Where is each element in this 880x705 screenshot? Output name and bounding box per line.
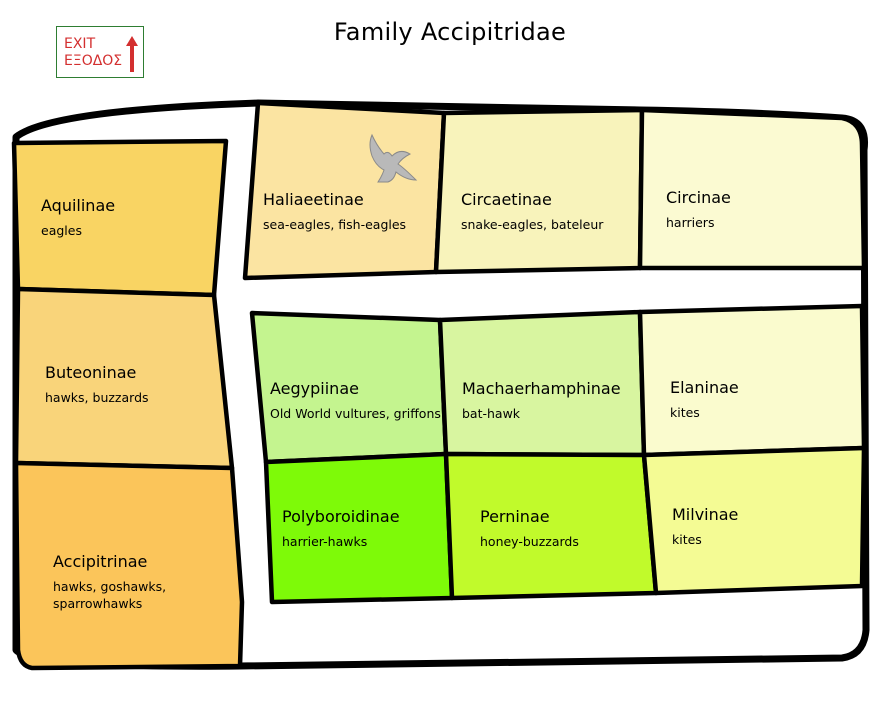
room-desc: hawks, goshawks, sparrowhawks — [53, 579, 167, 611]
room-label-aquilinae: Aquilinae eagles — [41, 196, 115, 239]
room-desc: kites — [672, 532, 702, 547]
room-name: Circaetinae — [461, 190, 552, 209]
room-name: Aquilinae — [41, 196, 116, 215]
room-label-accipitrinae: Accipitrinae hawks, goshawks, sparrowhaw… — [53, 552, 213, 612]
exit-sign[interactable]: EXIT ΕΞΟΔΟΣ — [56, 26, 144, 78]
room-label-haliaeetinae: Haliaeetinae sea-eagles, fish-eagles — [263, 190, 406, 233]
room-name: Circinae — [666, 188, 731, 207]
exit-label-greek: ΕΞΟΔΟΣ — [64, 53, 123, 69]
room-label-circinae: Circinae harriers — [666, 188, 731, 231]
room-desc: eagles — [41, 223, 82, 238]
room-name: Milvinae — [672, 505, 739, 524]
room-desc: hawks, buzzards — [45, 390, 149, 405]
room-label-polyboroidinae: Polyboroidinae harrier-hawks — [282, 507, 400, 550]
room-name: Polyboroidinae — [282, 507, 400, 526]
up-arrow-icon — [126, 36, 138, 72]
room-circinae[interactable] — [637, 107, 867, 271]
room-name: Accipitrinae — [53, 552, 148, 571]
room-label-machaerhamphinae: Machaerhamphinae bat-hawk — [462, 379, 621, 422]
room-name: Elaninae — [670, 378, 739, 397]
room-label-circaetinae: Circaetinae snake-eagles, bateleur — [461, 190, 603, 233]
exit-label: EXIT — [64, 36, 96, 52]
eagle-icon — [369, 133, 418, 183]
room-name: Perninae — [480, 507, 550, 526]
room-label-aegypiinae: Aegypiinae Old World vultures, griffons — [270, 379, 441, 422]
room-name: Buteoninae — [45, 363, 137, 382]
room-desc: Old World vultures, griffons — [270, 406, 441, 421]
room-desc: honey-buzzards — [480, 534, 579, 549]
room-desc: snake-eagles, bateleur — [461, 217, 604, 232]
room-accipitrinae[interactable] — [13, 460, 245, 671]
room-desc: kites — [670, 405, 700, 420]
room-desc: harriers — [666, 215, 715, 230]
room-label-elaninae: Elaninae kites — [670, 378, 739, 421]
room-name: Aegypiinae — [270, 379, 359, 398]
room-milvinae[interactable] — [641, 445, 867, 596]
room-desc: harrier-hawks — [282, 534, 368, 549]
room-label-milvinae: Milvinae kites — [672, 505, 738, 548]
room-label-buteoninae: Buteoninae hawks, buzzards — [45, 363, 149, 406]
page-title: Family Accipitridae — [333, 18, 567, 46]
room-desc: sea-eagles, fish-eagles — [263, 217, 407, 232]
room-desc: bat-hawk — [462, 406, 521, 421]
room-name: Machaerhamphinae — [462, 379, 621, 398]
room-label-perninae: Perninae honey-buzzards — [480, 507, 579, 550]
room-name: Haliaeetinae — [263, 190, 364, 209]
